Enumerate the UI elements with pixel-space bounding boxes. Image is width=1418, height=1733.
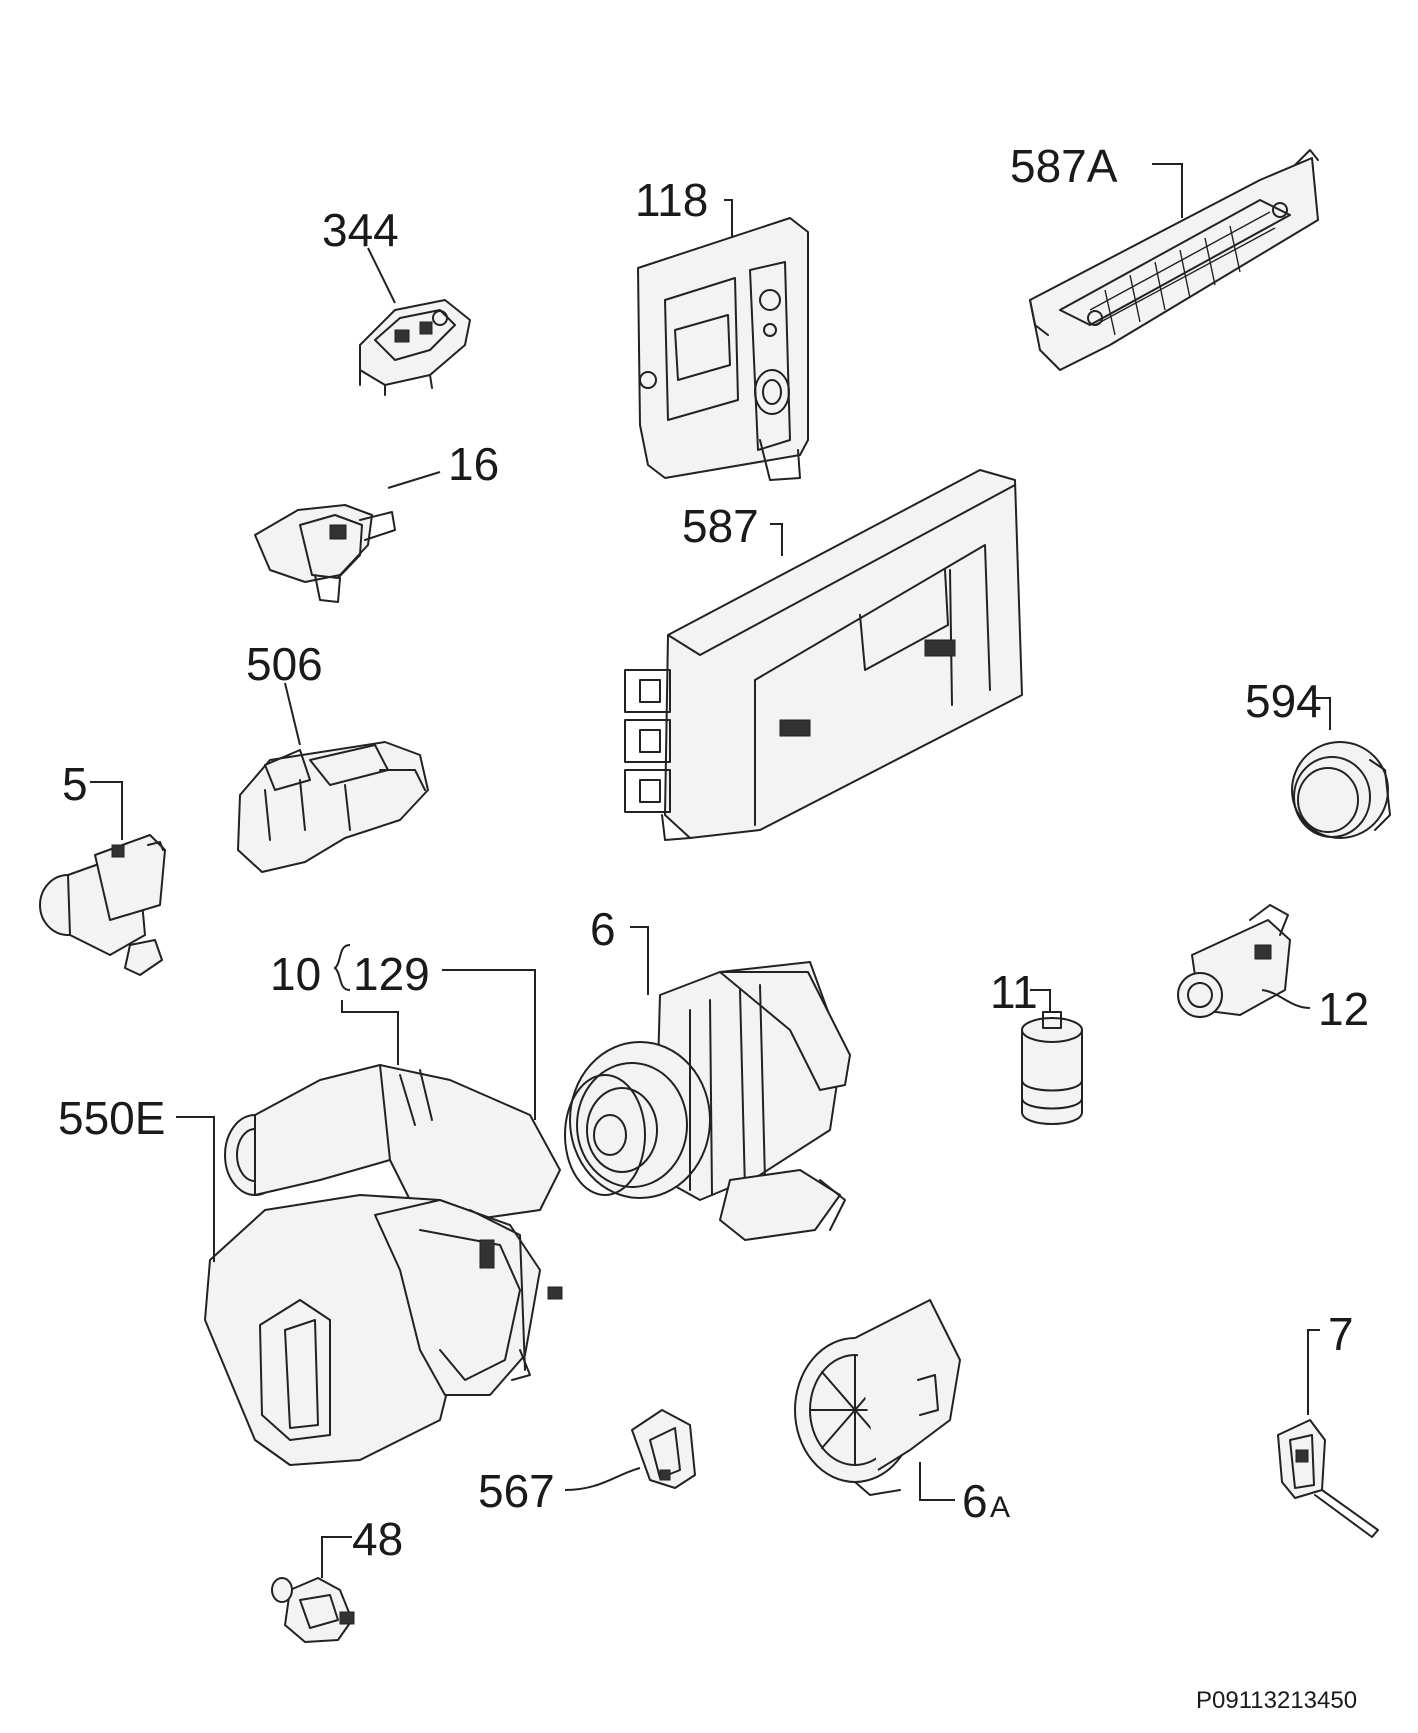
part-5 (39, 834, 166, 976)
part-12 (1177, 904, 1291, 1018)
label-506: 506 (246, 638, 323, 690)
part-6A (794, 1299, 961, 1496)
part-11 (1021, 1011, 1083, 1125)
label-129: 129 (353, 948, 430, 1000)
label-16: 16 (448, 438, 499, 490)
part-506 (237, 741, 429, 873)
label-7: 7 (1328, 1308, 1354, 1360)
label-6: 6 (590, 903, 616, 955)
part-6 (569, 961, 851, 1241)
leader-587A (1152, 163, 1183, 218)
drawing-code: P09113213450 (1196, 1687, 1357, 1714)
label-6A-num: 6 (962, 1475, 988, 1527)
part-129 (224, 1064, 646, 1221)
leader-7 (1307, 1329, 1320, 1415)
leader-6A (919, 1462, 955, 1501)
label-344: 344 (322, 204, 399, 256)
label-587A: 587A (1010, 140, 1118, 192)
label-587: 587 (682, 500, 759, 552)
leader-118 (724, 199, 733, 238)
part-594 (1291, 741, 1391, 839)
leader-129 (442, 969, 536, 1120)
part-48 (271, 1577, 355, 1643)
label-5: 5 (62, 758, 88, 810)
leader-567 (564, 1467, 641, 1491)
label-48: 48 (352, 1513, 403, 1565)
label-6A-suffix: A (990, 1491, 1010, 1524)
leader-506 (284, 682, 301, 746)
label-11: 11 (990, 966, 1038, 1018)
part-550E (204, 1194, 563, 1466)
leader-48 (321, 1536, 352, 1578)
label-594: 594 (1245, 675, 1322, 727)
leader-10 (341, 1000, 399, 1065)
leader-587 (770, 523, 783, 556)
part-567 (631, 1409, 696, 1489)
bracket-10 (333, 944, 351, 991)
leader-6 (630, 926, 649, 995)
label-567: 567 (478, 1465, 555, 1517)
leader-16 (387, 471, 441, 489)
part-587 (624, 469, 1023, 841)
label-10: 10 (270, 948, 321, 1000)
leader-12 (1261, 989, 1311, 1009)
label-12: 12 (1318, 983, 1369, 1035)
label-118: 118 (635, 174, 708, 226)
part-7 (1277, 1419, 1379, 1538)
leader-550E (176, 1116, 215, 1262)
leader-594 (1315, 697, 1331, 730)
leader-5 (90, 781, 123, 840)
leader-344 (367, 247, 396, 304)
label-550E: 550E (58, 1092, 165, 1144)
leader-11 (1030, 989, 1051, 1012)
part-16 (254, 504, 396, 603)
part-118 (637, 217, 809, 481)
part-344 (359, 299, 471, 396)
part-587A (1029, 149, 1319, 371)
